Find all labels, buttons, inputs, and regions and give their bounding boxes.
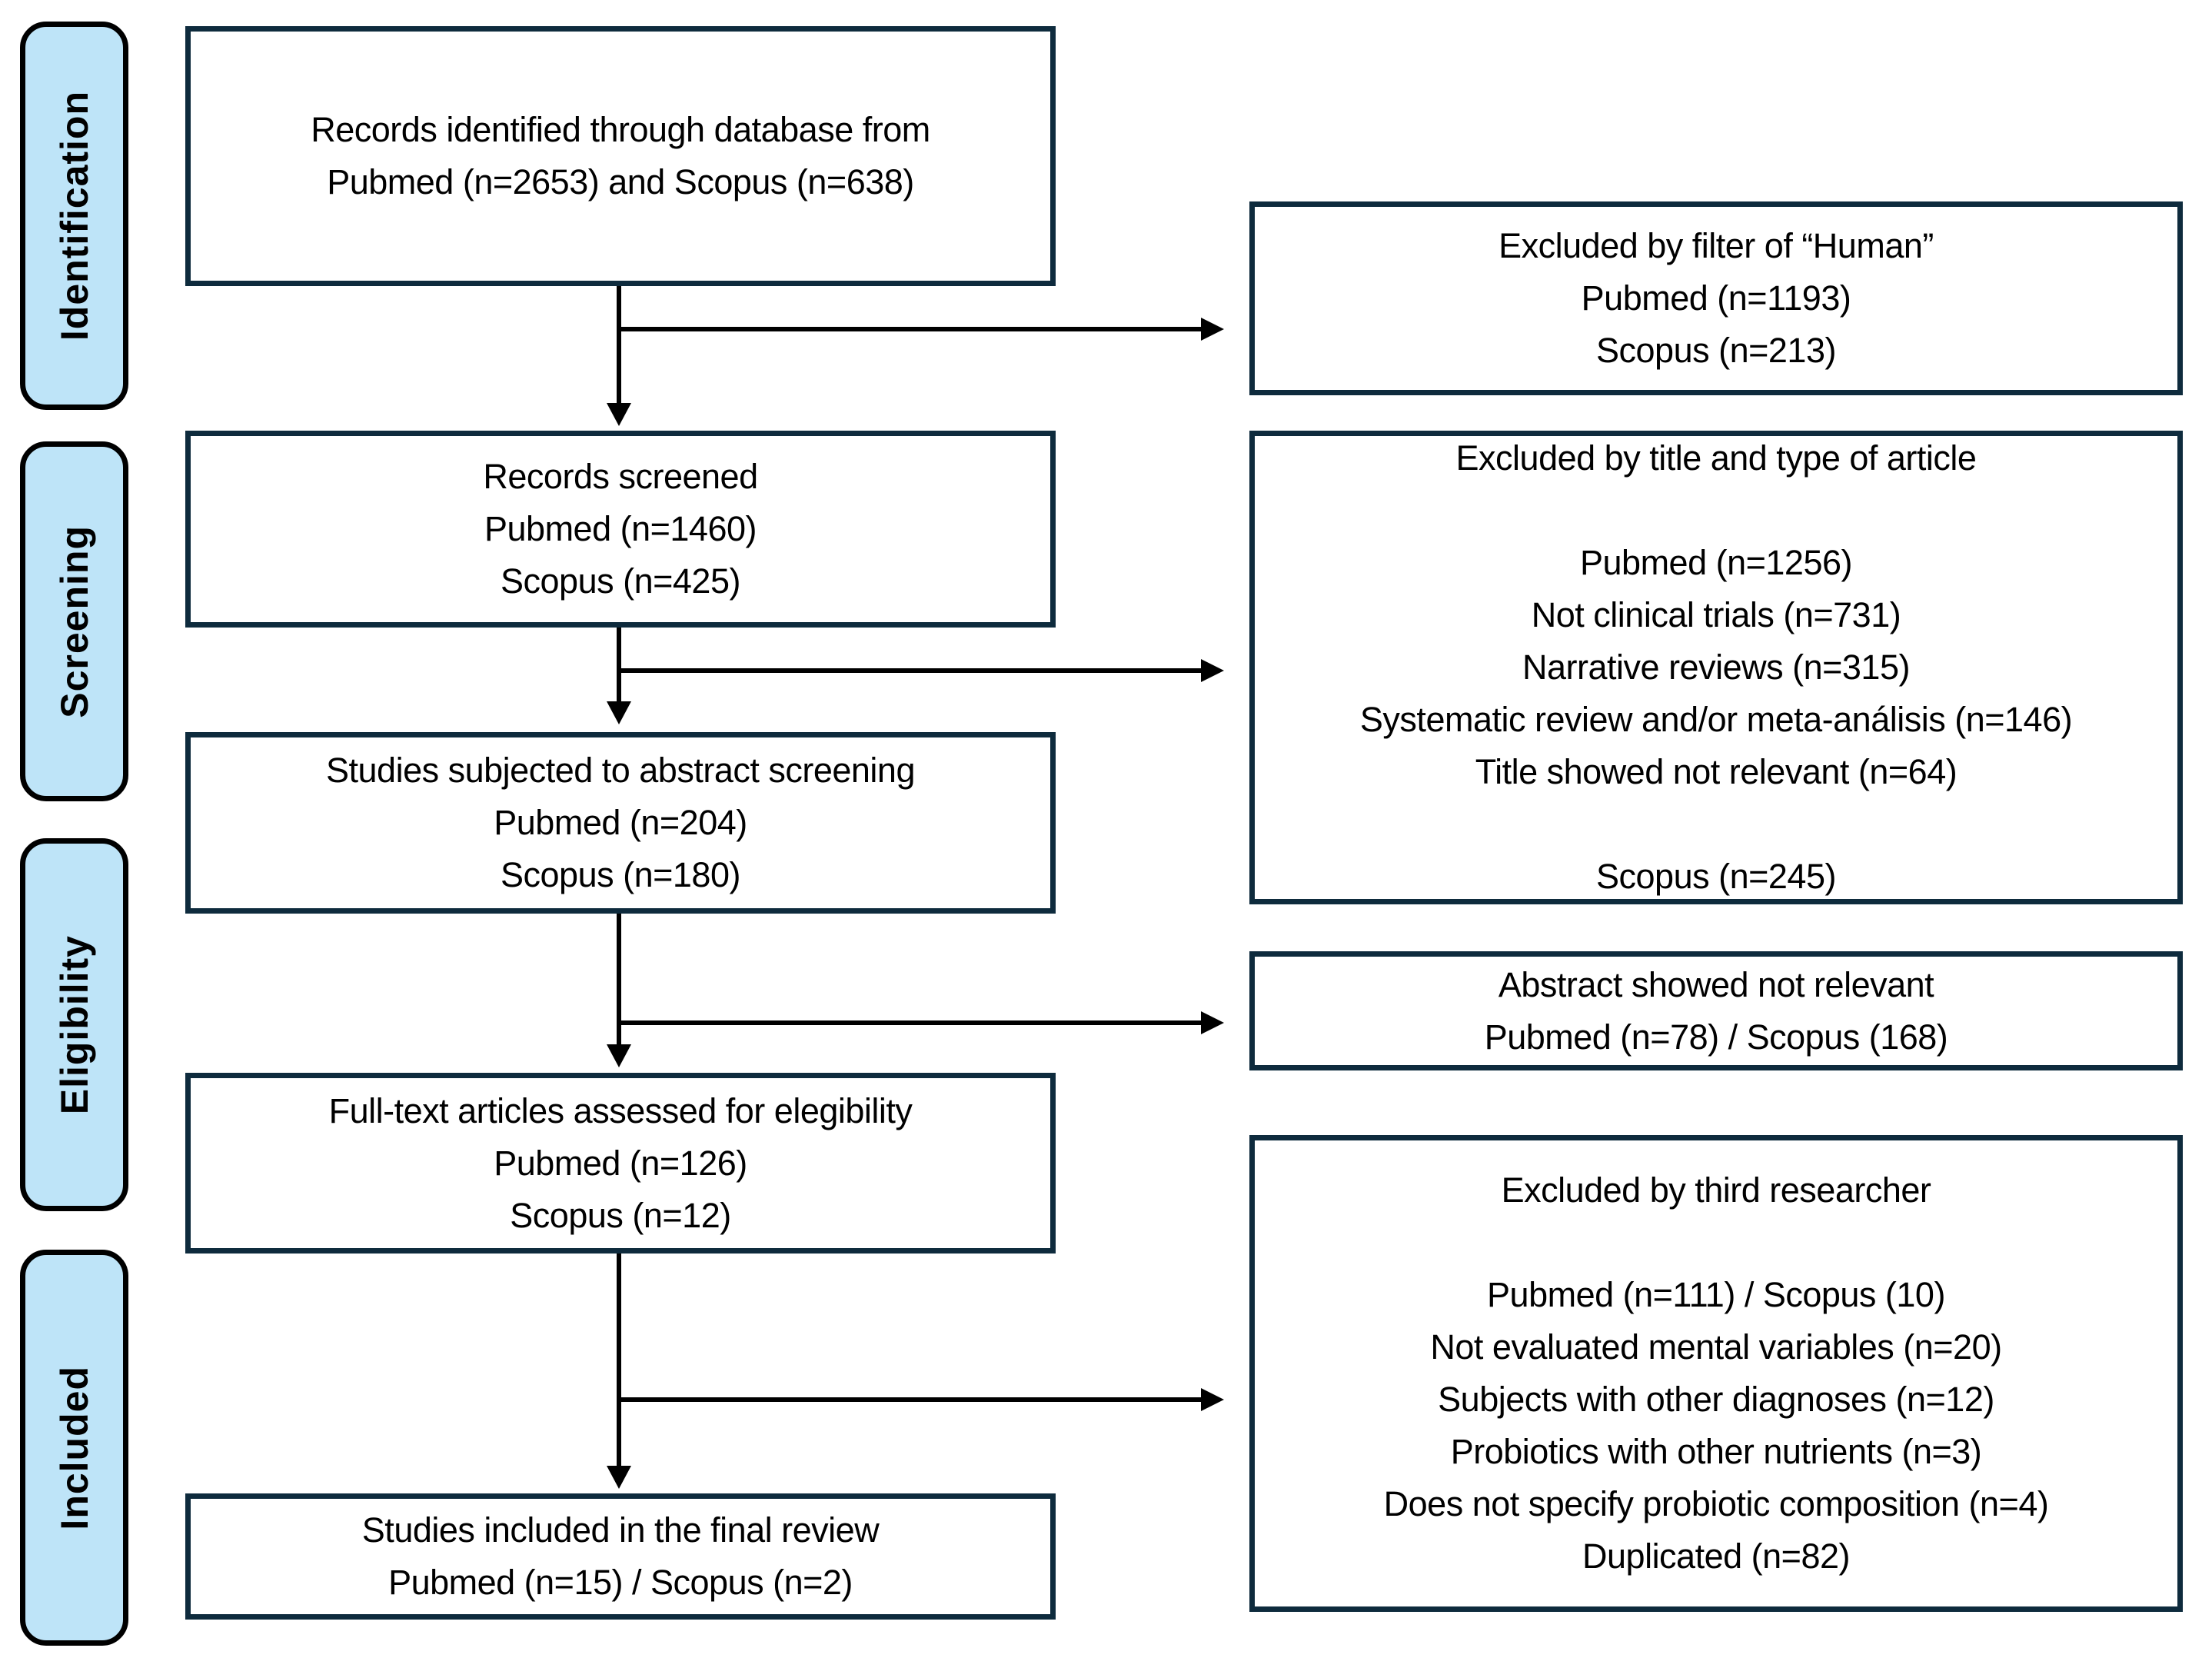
text-line: Excluded by third researcher: [1501, 1170, 1931, 1210]
text-line: Scopus (n=213): [1596, 331, 1836, 370]
arrow-head: [1201, 1388, 1224, 1411]
text-line: Scopus (n=425): [501, 561, 740, 601]
text-line: Does not specify probiotic composition (…: [1383, 1484, 2049, 1523]
stage-included: Included: [20, 1250, 128, 1646]
text-line: Abstract showed not relevant: [1498, 964, 1934, 1004]
text-line: Pubmed (n=2653) and Scopus (n=638): [327, 162, 914, 201]
stage-screening: Screening: [20, 441, 128, 801]
text-line: [1255, 484, 2177, 537]
arrow-head: [607, 1044, 631, 1067]
arrow-head: [607, 1466, 631, 1489]
text-line: Scopus (n=12): [510, 1195, 731, 1235]
text-line: Pubmed (n=111) / Scopus (10): [1487, 1275, 1945, 1314]
exclusion-box-abstract-not-relevant: Abstract showed not relevant Pubmed (n=7…: [1249, 951, 2183, 1070]
text-line: Records identified through database from: [311, 110, 930, 149]
arrow-shaft: [617, 628, 621, 701]
text-line: Scopus (n=245): [1596, 857, 1836, 896]
text-line: Systematic review and/or meta-análisis (…: [1359, 700, 2073, 739]
text-line: Title showed not relevant (n=64): [1475, 752, 1958, 791]
stage-eligibility: Eligibility: [20, 838, 128, 1211]
stage-label: Screening: [52, 524, 96, 718]
flow-box-records-identified: Records identified through database from…: [185, 26, 1056, 286]
text-line: Records screened: [483, 457, 758, 496]
arrow-shaft: [619, 327, 1201, 331]
text-line: Studies subjected to abstract screening: [326, 751, 915, 790]
flow-box-abstract-screening: Studies subjected to abstract screening …: [185, 732, 1056, 914]
text-line: Excluded by title and type of article: [1455, 438, 1977, 478]
arrow-shaft: [619, 668, 1201, 673]
arrow-shaft: [617, 286, 621, 403]
flow-box-included-final: Studies included in the final review Pub…: [185, 1493, 1056, 1620]
arrow-head: [1201, 318, 1224, 341]
text-line: Studies included in the final review: [361, 1510, 880, 1550]
text-line: Narrative reviews (n=315): [1522, 648, 1910, 687]
text-line: Subjects with other diagnoses (n=12): [1438, 1380, 1994, 1419]
stage-label: Identification: [52, 90, 96, 341]
text-line: Probiotics with other nutrients (n=3): [1450, 1432, 1982, 1471]
text-line: [1255, 1217, 2177, 1269]
arrow-head: [1201, 659, 1224, 682]
arrow-shaft: [617, 914, 621, 1044]
text-line: Duplicated (n=82): [1582, 1537, 1850, 1576]
text-line: Pubmed (n=1460): [484, 509, 757, 548]
exclusion-box-title-type: Excluded by title and type of article Pu…: [1249, 431, 2183, 904]
stage-identification: Identification: [20, 22, 128, 410]
arrow-head: [1201, 1011, 1224, 1034]
flow-box-records-screened: Records screened Pubmed (n=1460) Scopus …: [185, 431, 1056, 628]
text-line: Pubmed (n=1256): [1580, 543, 1853, 582]
exclusion-box-human-filter: Excluded by filter of “Human” Pubmed (n=…: [1249, 201, 2183, 395]
text-line: Not clinical trials (n=731): [1531, 595, 1901, 634]
arrow-shaft: [619, 1020, 1201, 1025]
exclusion-box-third-researcher: Excluded by third researcher Pubmed (n=1…: [1249, 1135, 2183, 1612]
text-line: Pubmed (n=78) / Scopus (168): [1484, 1017, 1948, 1057]
text-line: Scopus (n=180): [501, 855, 740, 894]
text-line: Pubmed (n=126): [494, 1143, 747, 1183]
flow-box-fulltext-assessed: Full-text articles assessed for elegibil…: [185, 1073, 1056, 1254]
text-line: Excluded by filter of “Human”: [1499, 226, 1934, 265]
text-line: Pubmed (n=15) / Scopus (n=2): [388, 1563, 853, 1602]
stage-label: Included: [52, 1365, 96, 1530]
stage-label: Eligibility: [52, 934, 96, 1115]
text-line: Full-text articles assessed for elegibil…: [328, 1090, 913, 1130]
text-line: Pubmed (n=1193): [1581, 278, 1851, 318]
arrow-head: [607, 403, 631, 426]
text-line: Pubmed (n=204): [494, 803, 747, 842]
arrow-shaft: [619, 1397, 1201, 1402]
arrow-shaft: [617, 1254, 621, 1466]
text-line: Not evaluated mental variables (n=20): [1430, 1327, 2002, 1367]
arrow-head: [607, 701, 631, 724]
text-line: [1255, 798, 2177, 851]
